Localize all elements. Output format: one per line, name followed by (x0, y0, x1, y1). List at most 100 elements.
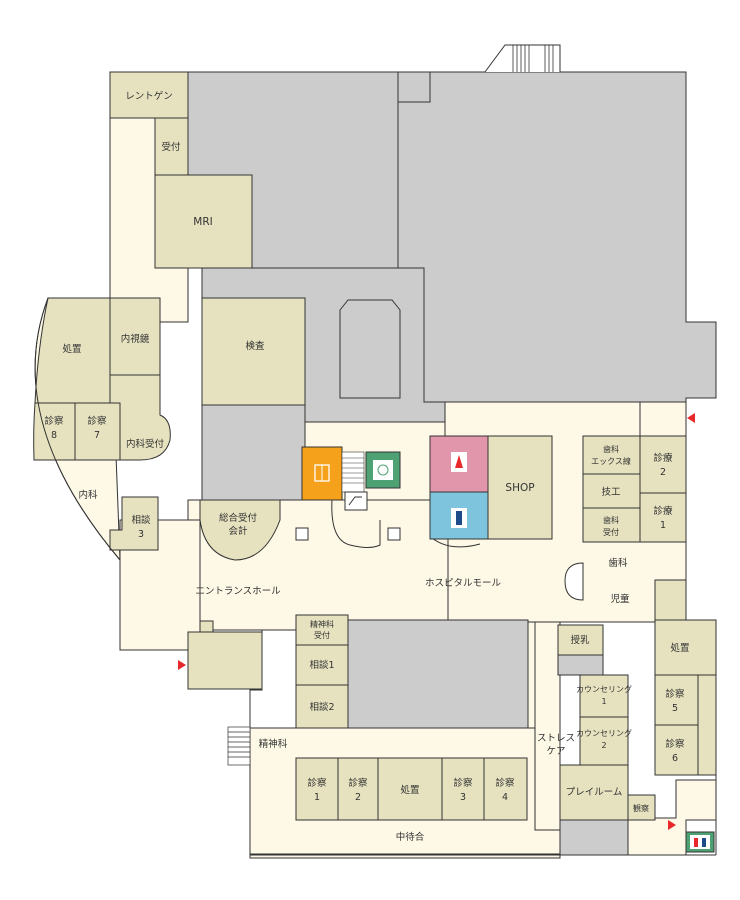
label-exam7-a: 診察 (87, 415, 107, 427)
label-middle-waiting: 中待合 (396, 831, 425, 843)
label-dentistry: 歯科 (608, 557, 628, 569)
walls (34, 71, 717, 856)
room-shop (487, 435, 553, 540)
room-mri (154, 174, 253, 269)
dentistry-door (564, 562, 584, 601)
room-consult3 (109, 496, 159, 551)
mens-toilet-icon (429, 491, 489, 540)
label-xray: レントゲン (125, 90, 173, 102)
escalator-icon (344, 491, 368, 511)
label-exam5-a: 診察 (665, 688, 685, 700)
room-counseling1 (579, 674, 629, 718)
label-pexam2-b: 2 (355, 792, 361, 803)
label-exam8-a: 診察 (44, 415, 64, 427)
label-pexam2-a: 診察 (348, 777, 368, 789)
label-treatment-right: 処置 (670, 642, 689, 654)
central-hall-outline (339, 299, 401, 399)
label-pexam3-a: 診察 (453, 777, 473, 789)
label-general-reception-b: 会計 (228, 525, 248, 537)
label-shop: SHOP (505, 482, 534, 494)
label-pexam1-a: 診察 (307, 777, 327, 789)
stairs-top (484, 44, 561, 73)
label-exam6-a: 診察 (665, 738, 685, 750)
label-nursing: 授乳 (570, 634, 590, 646)
room-pexam1 (295, 757, 339, 821)
label-pexam1-b: 1 (314, 792, 320, 803)
label-observation: 観察 (633, 803, 649, 813)
label-pexam4-b: 4 (502, 792, 508, 803)
label-exam7-b: 7 (94, 430, 100, 441)
room-dental-clinic2 (639, 435, 687, 494)
label-dental-clinic1-b: 1 (660, 520, 666, 531)
label-exam6-b: 6 (672, 753, 678, 764)
entrance-arrow-icon (178, 413, 695, 830)
label-stress-care-a: ストレス (537, 733, 575, 744)
room-xray (109, 71, 189, 119)
room-consult1 (295, 644, 349, 686)
room-exam8 (33, 402, 76, 461)
accessible-toilet-icon (365, 451, 401, 489)
room-nursing (557, 624, 604, 656)
label-consult2: 相談2 (309, 701, 334, 713)
label-general-reception-a: 総合受付 (219, 512, 258, 524)
stairs-center (341, 451, 365, 493)
label-dental-clinic2-b: 2 (660, 467, 666, 478)
label-counseling2-a: カウンセリング (576, 728, 632, 738)
label-dental-clinic1-a: 診療 (653, 505, 673, 517)
label-hospital-mall: ホスピタルモール (425, 578, 502, 589)
pillar (387, 527, 401, 541)
label-endoscopy: 内視鏡 (121, 333, 150, 345)
label-counseling1-b: 1 (601, 697, 606, 706)
elevator-icon (301, 446, 343, 501)
room-dental-reception (582, 507, 641, 543)
room-entrance-annex (187, 631, 263, 690)
label-psychiatry: 精神科 (259, 738, 288, 750)
label-dental-clinic2-a: 診療 (653, 452, 673, 464)
room-treatment-bottom (377, 757, 443, 821)
label-internal-reception: 内科受付 (126, 438, 165, 450)
label-mri: MRI (193, 216, 212, 228)
room-pexam2 (337, 757, 379, 821)
room-exam6 (654, 724, 699, 776)
label-playroom: プレイルーム (566, 787, 623, 798)
label-dental-xray-a: 歯科 (603, 444, 619, 454)
label-stress-care-b: ケア (546, 746, 565, 757)
room-dental-xray (582, 435, 641, 475)
label-dental-xray-b: エックス線 (591, 456, 631, 466)
room-consult2 (295, 684, 349, 729)
label-treatment-bottom: 処置 (400, 784, 419, 796)
label-pexam4-a: 診察 (495, 777, 515, 789)
womens-toilet-icon (429, 435, 489, 493)
room-treatment-right (654, 619, 717, 676)
label-psych-reception-b: 受付 (314, 630, 330, 640)
restroom-icon (685, 831, 715, 853)
label-consult3-a: 相談 (131, 514, 151, 526)
room-observation (627, 794, 656, 821)
room-exam7 (74, 402, 121, 461)
room-internal-reception (109, 374, 171, 461)
label-pediatrics: 児童 (610, 593, 630, 605)
label-counseling2-b: 2 (601, 741, 606, 750)
label-pexam3-b: 3 (460, 792, 466, 803)
label-treatment-left: 処置 (62, 343, 81, 355)
room-exam (201, 297, 306, 406)
room-general-reception (199, 499, 281, 561)
label-dental-reception-b: 受付 (603, 527, 619, 537)
stairs-icon (512, 45, 554, 72)
label-dental-tech: 技工 (601, 486, 621, 498)
room-pexam4 (483, 757, 528, 821)
label-reception-top: 受付 (161, 141, 181, 153)
room-pexam3 (441, 757, 485, 821)
label-counseling1-a: カウンセリング (576, 684, 632, 694)
pillar (295, 527, 309, 541)
label-psych-reception-a: 精神科 (310, 619, 334, 629)
room-exam5 (654, 674, 699, 726)
room-dental-clinic1 (639, 492, 687, 543)
label-exam5-b: 5 (672, 703, 678, 714)
label-exam: 検査 (245, 340, 265, 352)
stairs-west (227, 726, 251, 766)
label-dental-reception-a: 歯科 (603, 515, 619, 525)
room-playroom (559, 764, 629, 821)
label-consult3-b: 3 (138, 529, 144, 540)
